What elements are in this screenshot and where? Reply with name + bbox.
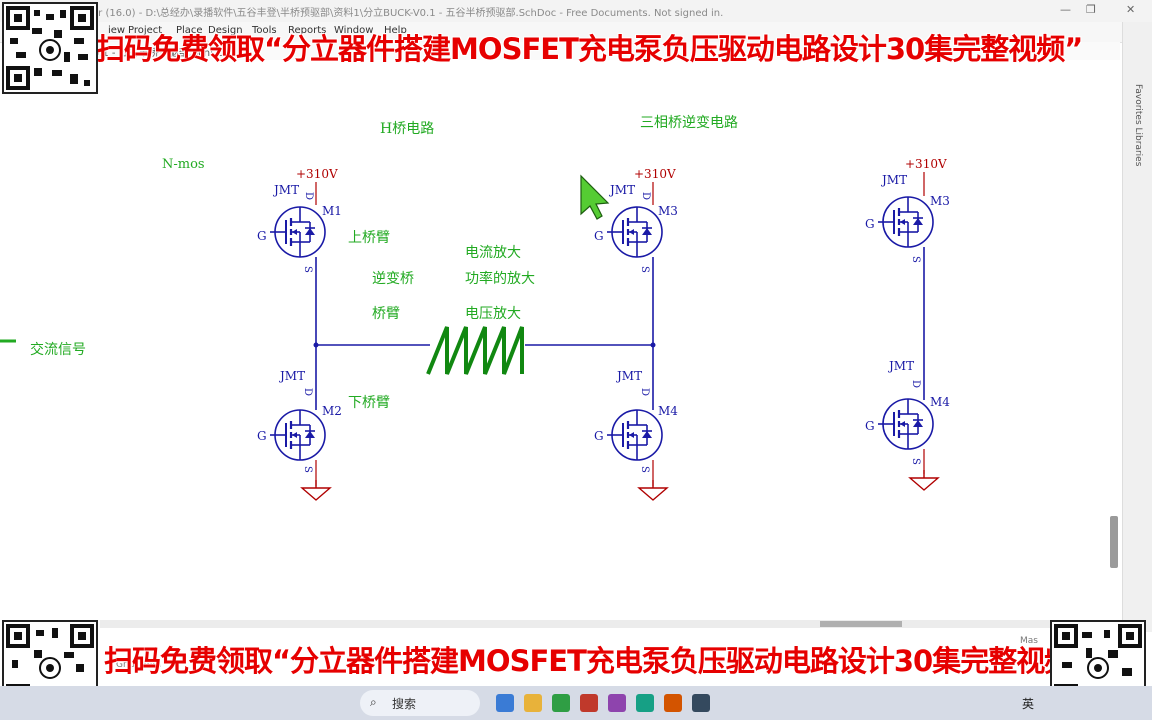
ground-symbol-mid <box>638 479 668 501</box>
pin-s-m2: S <box>302 466 313 473</box>
label-power-amp: 功率的放大 <box>465 270 535 287</box>
qr-code-icon <box>2 2 98 94</box>
pin-s-right-upper: S <box>910 256 921 263</box>
favorites-libraries-tab[interactable]: Favorites Libraries <box>1133 84 1143 167</box>
promo-banner-top: 扫码免费领取“分立器件搭建MOSFET充电泵负压驱动电路设计30集完整视频” <box>96 32 1083 66</box>
mosfet-right-upper[interactable] <box>876 195 935 249</box>
app-icon[interactable] <box>552 694 570 712</box>
mouse-cursor-icon <box>580 174 610 220</box>
vcc-label-right: +310V <box>905 157 947 171</box>
label-lower-arm: 下桥臂 <box>348 395 390 411</box>
pin-d-right-lower: D <box>910 380 921 388</box>
menu-item-window[interactable]: Window <box>334 25 374 36</box>
ground-symbol-right <box>909 469 939 491</box>
menu-item-reports[interactable]: Reports <box>288 25 327 36</box>
pin-g-m2: G <box>257 429 267 443</box>
menu-item-view[interactable]: iew <box>108 25 126 36</box>
document-tab[interactable]: V0.1 - 五谷半桥预驱部.SchDoc <box>86 48 230 59</box>
pin-g-right-lower: G <box>865 419 875 433</box>
status-grid: Grid:1mm <box>116 660 162 670</box>
promo-banner-bottom: 扫码免费领取“分立器件搭建MOSFET充电泵负压驱动电路设计30集完整视频” <box>104 644 1091 678</box>
search-icon: ⌕ <box>370 695 377 709</box>
label-nmos: N-mos <box>162 157 205 172</box>
pin-g-right-upper: G <box>865 217 875 231</box>
label-upper-arm: 上桥臂 <box>348 230 390 246</box>
schematic-canvas[interactable]: +310V JMT M1 D G S JMT D M2 G S +310V JM… <box>0 60 1120 620</box>
maximize-button[interactable]: ❐ <box>1086 3 1096 16</box>
app-icon[interactable] <box>636 694 654 712</box>
designator-m1: M1 <box>322 204 342 218</box>
document-tab-bar: V0.1 - 五谷半桥预驱部.SchDoc <box>70 42 1120 60</box>
mosfet-m3[interactable] <box>605 205 664 259</box>
vcc-label-mid: +310V <box>634 167 676 181</box>
part-label-m2: JMT <box>278 369 305 383</box>
part-label-right-upper: JMT <box>880 173 907 187</box>
part-label-m4: JMT <box>615 369 642 383</box>
ground-symbol-left <box>301 479 331 501</box>
label-three-phase: 三相桥逆变电路 <box>640 115 738 131</box>
zigzag-load <box>426 326 524 375</box>
folder-icon[interactable] <box>524 694 542 712</box>
app-icon[interactable] <box>608 694 626 712</box>
designator-right-m4: M4 <box>930 395 950 409</box>
mosfet-right-lower[interactable] <box>876 397 935 451</box>
junction-left <box>313 342 319 348</box>
status-panel-label: Mas <box>1020 636 1038 646</box>
horizontal-scrollbar[interactable] <box>100 620 1110 628</box>
pin-g-m3: G <box>594 229 604 243</box>
menu-item-tools[interactable]: Tools <box>252 25 277 36</box>
label-voltage-amp: 电压放大 <box>465 306 521 322</box>
mosfet-m4[interactable] <box>605 408 664 462</box>
menu-item-help[interactable]: Help <box>384 25 407 36</box>
pin-d-m3: D <box>640 192 651 200</box>
part-label-right-lower: JMT <box>887 359 914 373</box>
taskbar-search[interactable]: ⌕ 搜索 <box>360 690 480 716</box>
junction-mid <box>650 342 656 348</box>
app-icon[interactable] <box>664 694 682 712</box>
pin-d-m1: D <box>303 192 314 200</box>
label-inverter-bridge: 逆变桥 <box>372 271 414 287</box>
side-panel: Favorites Libraries <box>1122 22 1152 632</box>
pin-d-m4: D <box>639 388 650 396</box>
menu-item-project[interactable]: Project <box>128 25 163 36</box>
title-bar: er (16.0) - D:\总经办\录播软件\五谷丰登\半桥预驱部\资料1\分… <box>0 0 1152 23</box>
file-explorer-icon[interactable] <box>496 694 514 712</box>
mosfet-m2[interactable] <box>268 408 327 462</box>
label-current-amp: 电流放大 <box>465 245 521 261</box>
part-label-m3: JMT <box>608 183 635 197</box>
pin-s-right-lower: S <box>910 458 921 465</box>
pin-s-m1: S <box>302 266 313 273</box>
app-icon[interactable] <box>580 694 598 712</box>
app-icon[interactable] <box>692 694 710 712</box>
vcc-label-left: +310V <box>296 167 338 181</box>
designator-m3: M3 <box>658 204 678 218</box>
vertical-scrollbar[interactable] <box>1110 516 1118 568</box>
designator-right-m3: M3 <box>930 194 950 208</box>
close-button[interactable]: ✕ <box>1126 3 1136 16</box>
pin-g-m1: G <box>257 229 267 243</box>
part-label-m1: JMT <box>272 183 299 197</box>
taskbar-search-placeholder: 搜索 <box>392 697 417 711</box>
taskbar: ⌕ 搜索 英 <box>0 686 1152 720</box>
ime-indicator[interactable]: 英 <box>1022 697 1035 711</box>
designator-m2: M2 <box>322 404 342 418</box>
label-h-bridge: H桥电路 <box>380 121 434 137</box>
menu-item-place[interactable]: Place <box>176 25 203 36</box>
pin-g-m4: G <box>594 429 604 443</box>
minimize-button[interactable]: — <box>1060 3 1071 16</box>
label-ac-signal: 交流信号 <box>30 341 86 358</box>
pin-d-m2: D <box>302 388 313 396</box>
window-title: er (16.0) - D:\总经办\录播软件\五谷丰登\半桥预驱部\资料1\分… <box>92 8 724 19</box>
mosfet-m1[interactable] <box>268 205 327 259</box>
pin-s-m4: S <box>639 466 650 473</box>
schematic-drawing: +310V JMT M1 D G S JMT D M2 G S +310V JM… <box>0 115 950 501</box>
label-bridge-arm: 桥臂 <box>372 306 400 322</box>
pin-s-m3: S <box>639 266 650 273</box>
menu-item-design[interactable]: Design <box>208 25 243 36</box>
designator-m4: M4 <box>658 404 678 418</box>
horizontal-scroll-thumb[interactable] <box>820 621 902 627</box>
